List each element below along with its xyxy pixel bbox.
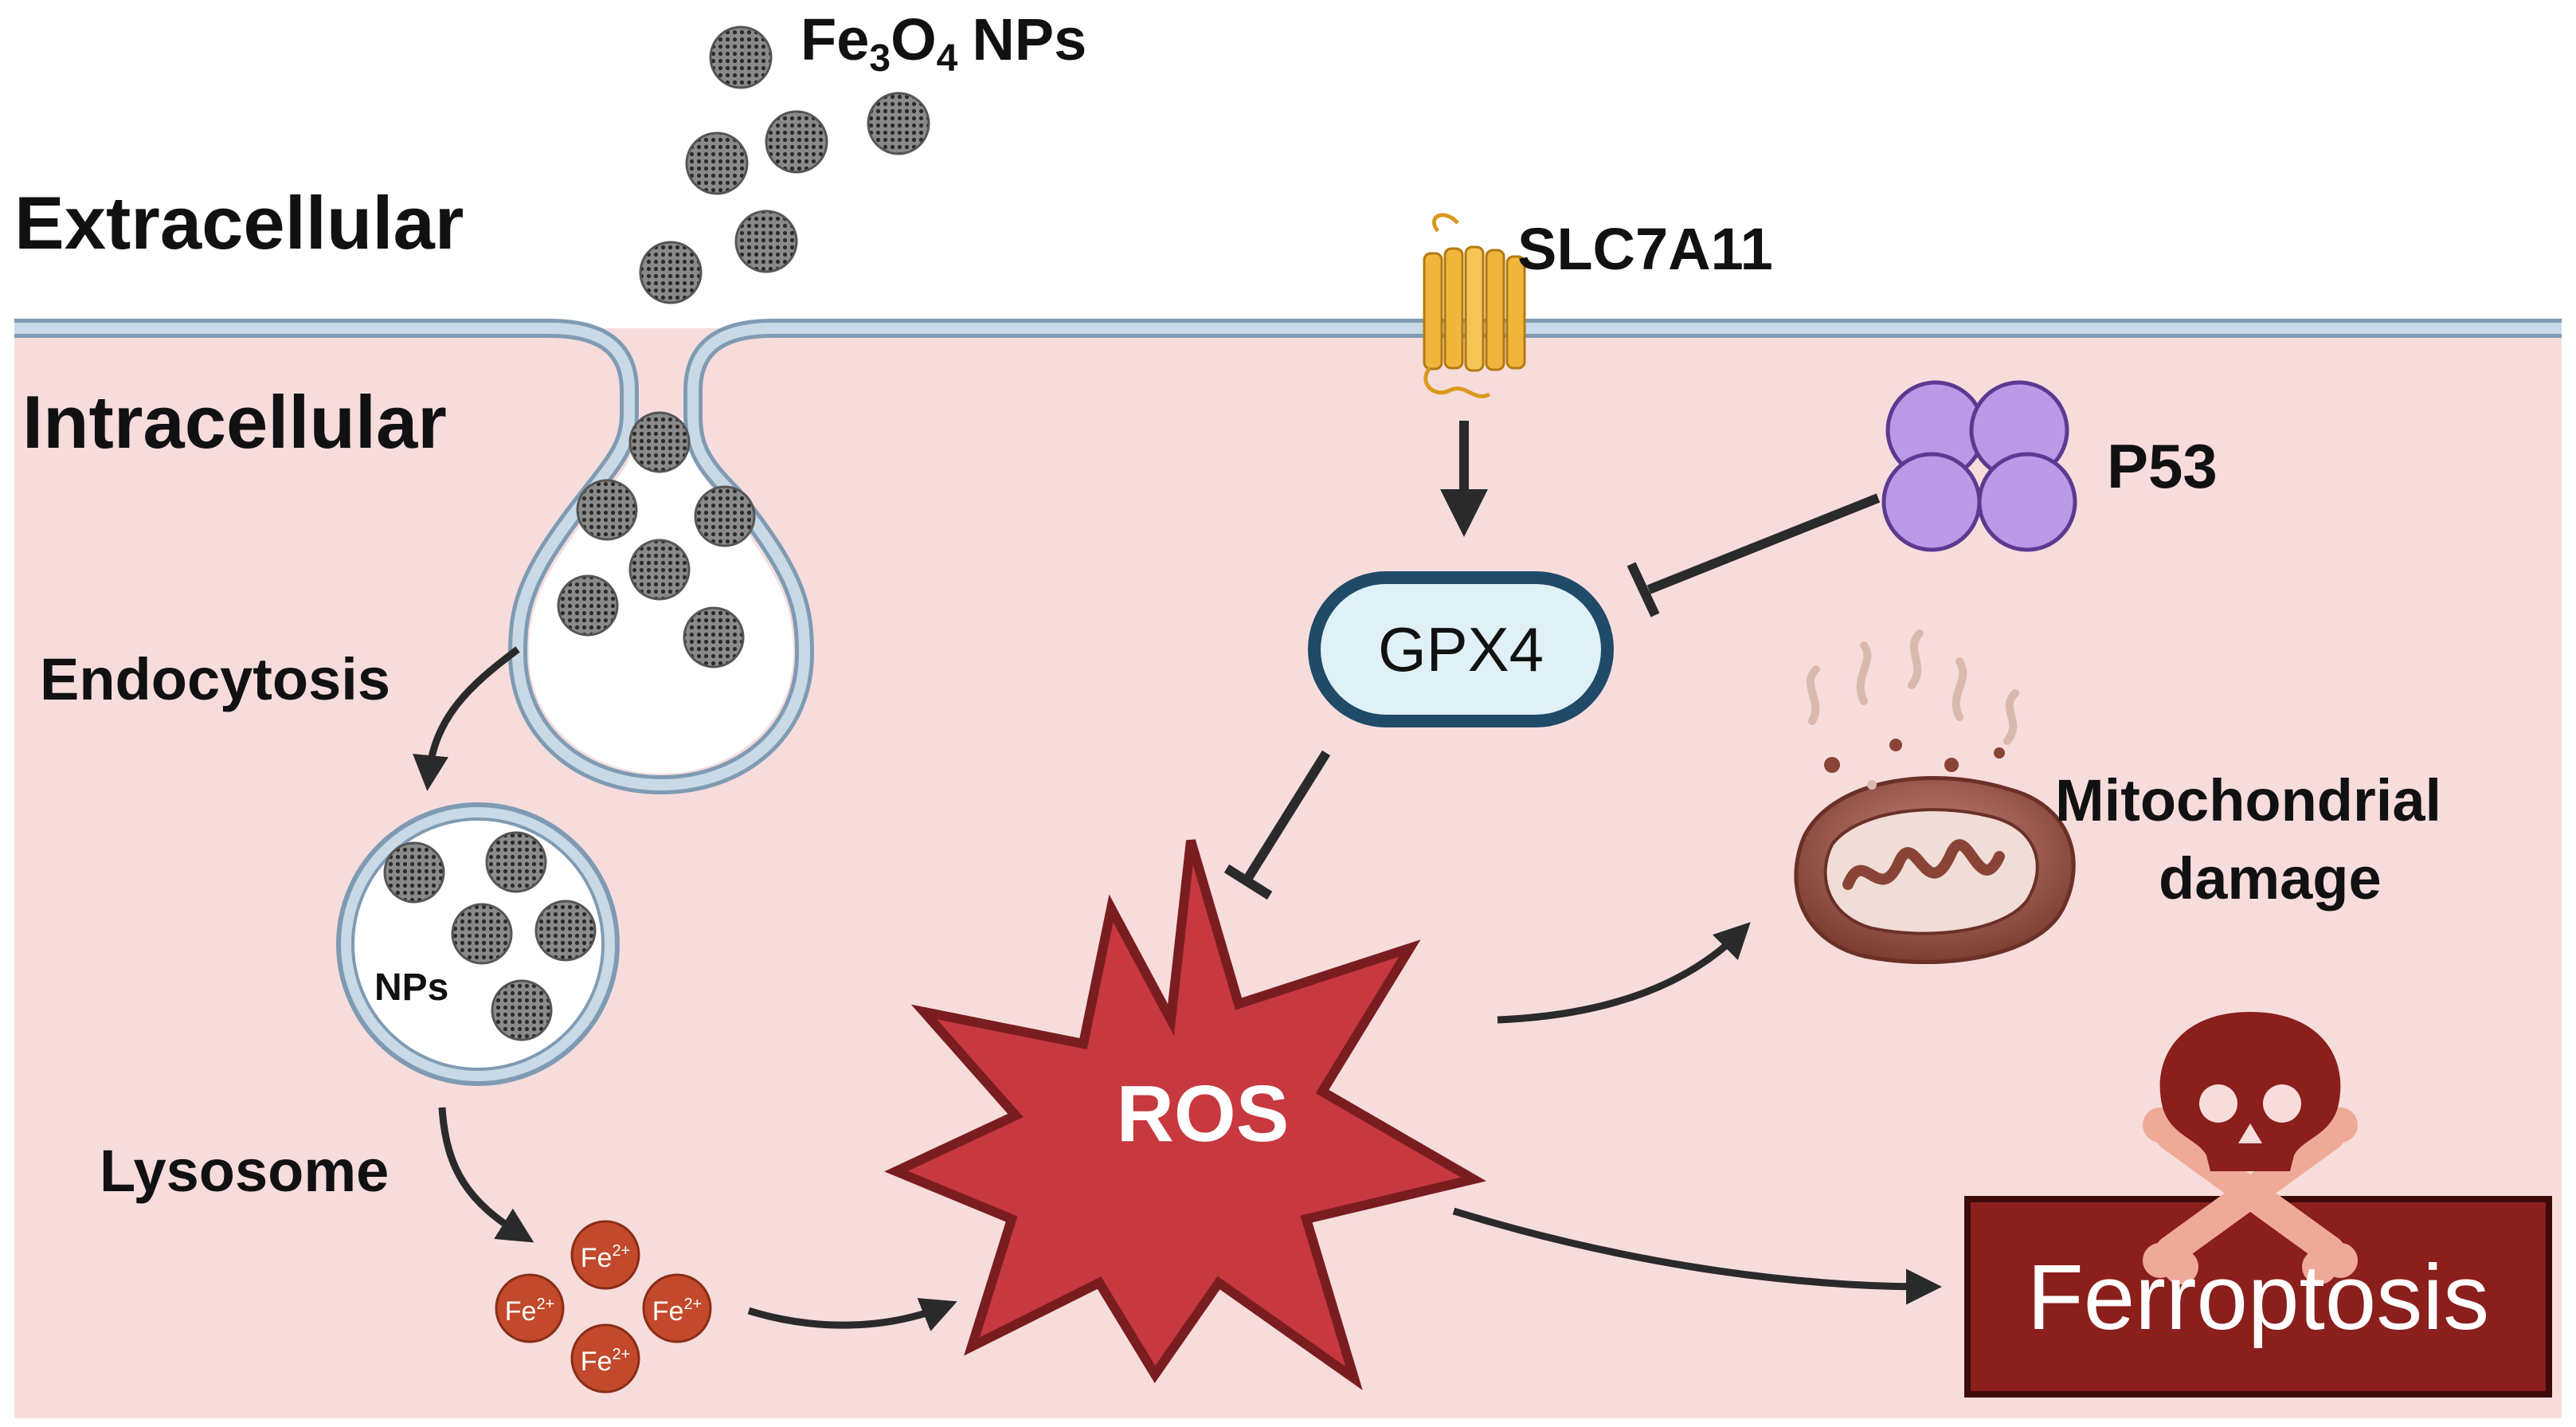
skull-crossbones-icon: [2143, 1012, 2358, 1284]
nanoparticle-icon: [491, 979, 553, 1041]
nanoparticle-icon: [734, 210, 798, 273]
fe-ion-icon: Fe2+: [495, 1273, 565, 1343]
lysosome-label: Lysosome: [100, 1138, 389, 1204]
p53-label: P53: [2107, 431, 2218, 501]
arrow-ros-to-ferroptosis: [1452, 1207, 1942, 1305]
svg-text:Fe2+: Fe2+: [581, 1242, 631, 1273]
nanoparticle-icon: [534, 900, 597, 962]
arrow-fe-to-ros: [747, 1298, 957, 1331]
inhibition-p53-to-gpx4: [1627, 493, 1881, 617]
ferroptosis-label: Ferroptosis: [2027, 1245, 2489, 1349]
pocket-nanoparticles: [557, 411, 756, 668]
inhibition-gpx4-to-ros: [1223, 750, 1331, 900]
fe-ion-icon: Fe2+: [570, 1323, 640, 1394]
nanoparticle-icon: [765, 110, 828, 174]
intracellular-label: Intracellular: [22, 380, 447, 464]
mito-damage-label-line2: damage: [2159, 845, 2382, 911]
arrow-ros-to-mito: [1497, 922, 1751, 1024]
nanoparticle-icon: [867, 92, 930, 155]
nanoparticle-icon: [683, 606, 745, 668]
slc7a11-transporter-icon: [1423, 213, 1526, 398]
ros-burst: [884, 839, 1487, 1390]
gpx4-label: GPX4: [1378, 614, 1544, 684]
extracellular-nanoparticles: [639, 25, 930, 304]
fe-ions: Fe2+ Fe2+ Fe2+ Fe2+: [495, 1220, 712, 1394]
svg-text:Fe2+: Fe2+: [581, 1346, 631, 1377]
endocytosis-label: Endocytosis: [40, 646, 390, 712]
arrow-endocytosis: [413, 646, 520, 791]
mito-damage-label-line1: Mitochondrial: [2055, 767, 2441, 833]
nanoparticle-icon: [639, 241, 703, 304]
nanoparticle-icon: [628, 411, 691, 473]
extracellular-label: Extracellular: [14, 181, 464, 265]
arrow-lysosome-to-fe: [438, 1107, 534, 1243]
fe-ion-icon: Fe2+: [642, 1273, 712, 1343]
nanoparticle-icon: [685, 131, 749, 195]
lysosome-vesicle: [336, 802, 620, 1086]
nanoparticle-icon: [383, 841, 445, 904]
svg-text:Fe2+: Fe2+: [505, 1296, 555, 1327]
cell-membrane-inner: [14, 323, 2562, 790]
svg-text:Fe2+: Fe2+: [652, 1296, 703, 1327]
mitochondrion-icon: [1794, 629, 2076, 964]
nps-label: NPs: [374, 966, 448, 1009]
nanoparticle-icon: [576, 479, 638, 541]
nanoparticle-icon: [709, 25, 773, 89]
slc7a11-label: SLC7A11: [1517, 216, 1773, 282]
gpx4-box: [1308, 571, 1614, 727]
ros-label: ROS: [1117, 1069, 1290, 1158]
nanoparticle-icon: [557, 574, 619, 637]
nanoparticle-icon: [451, 903, 513, 965]
p53-protein-icon: [1881, 380, 2077, 552]
nanoparticle-icon: [694, 485, 756, 547]
nanoparticle-icon: [485, 831, 547, 893]
fe-ion-icon: Fe2+: [570, 1220, 640, 1290]
nanoparticle-icon: [628, 539, 691, 601]
